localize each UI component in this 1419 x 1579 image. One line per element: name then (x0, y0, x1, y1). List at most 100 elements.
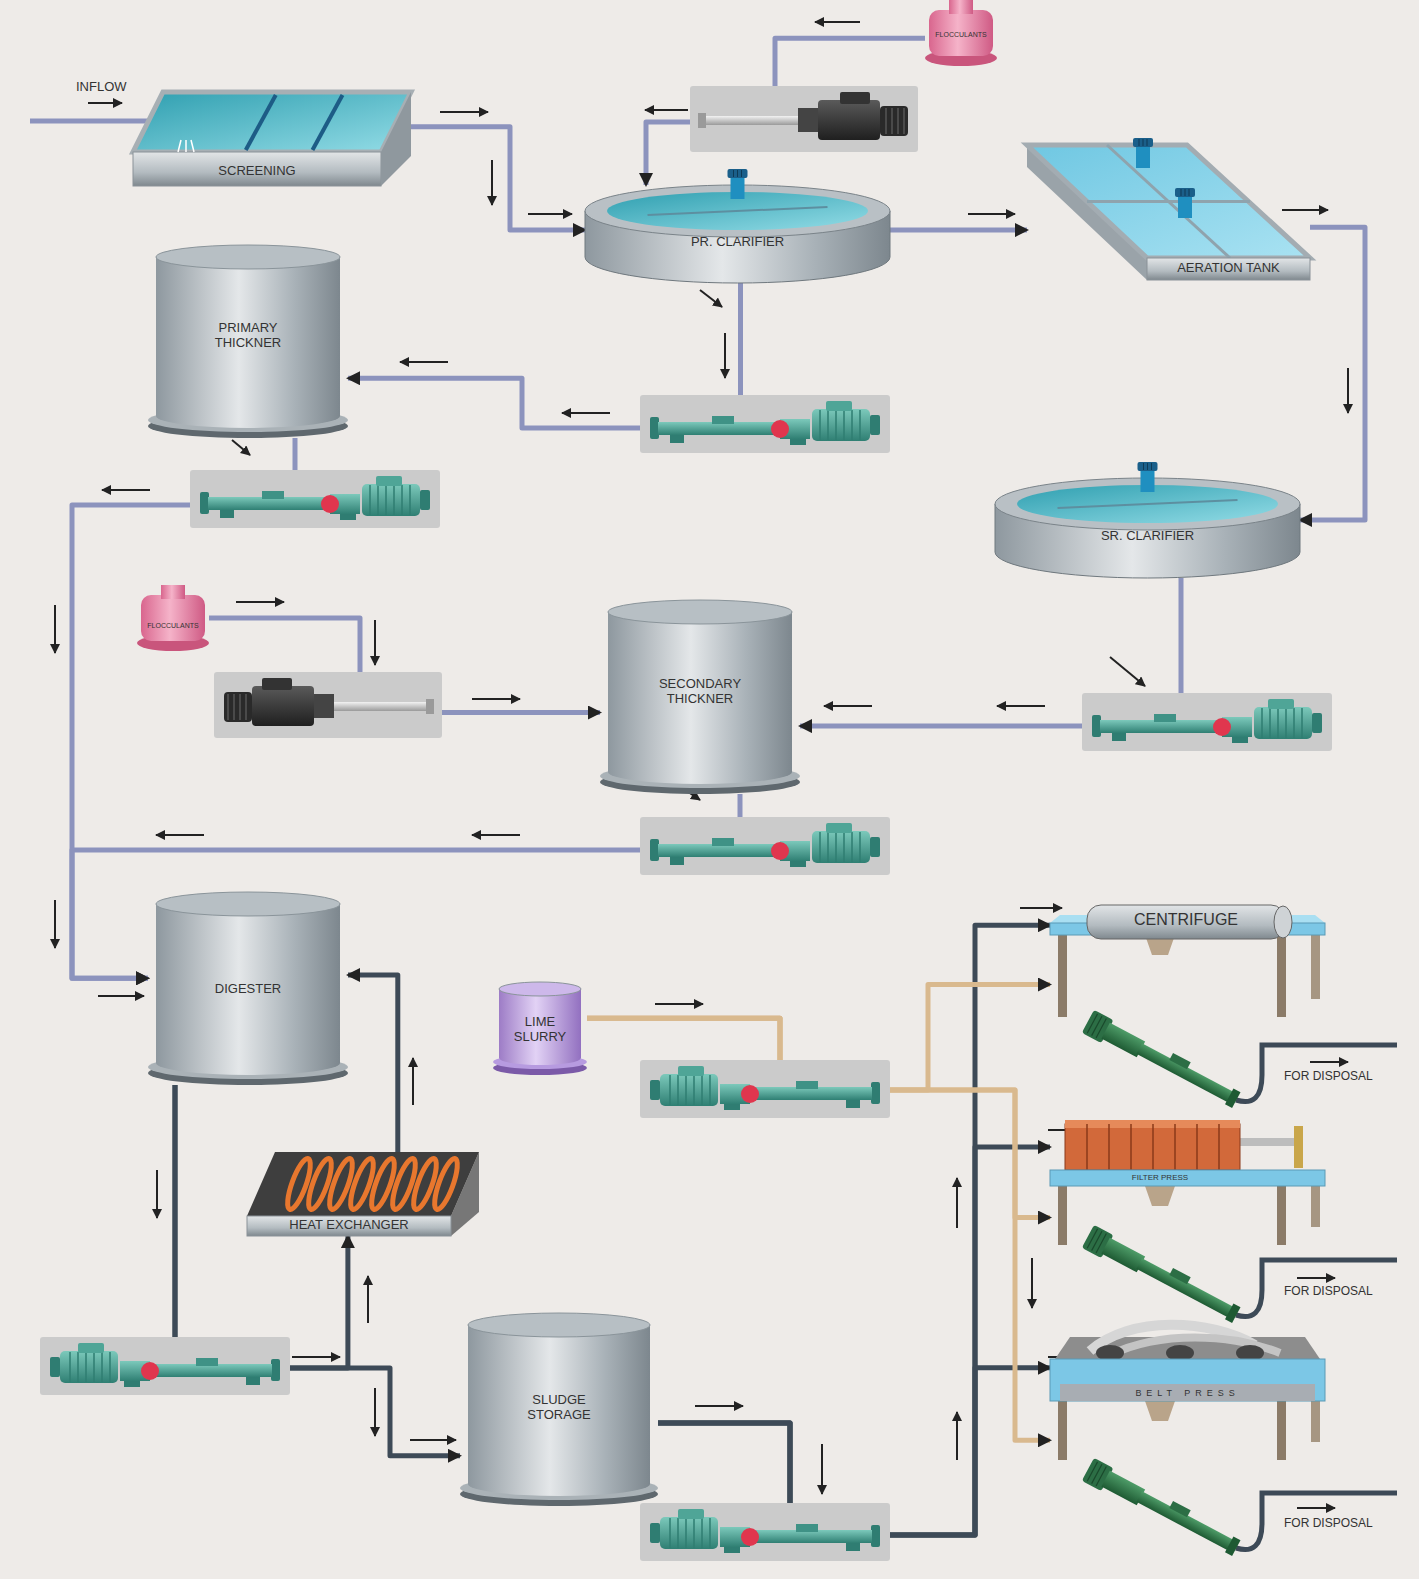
filter-press-shape (1294, 1126, 1303, 1168)
flow-arrow (1282, 209, 1328, 211)
filter-press-shape (1130, 1124, 1132, 1170)
storage-tank-shape (468, 1325, 650, 1496)
disposal-pipe (1236, 1493, 1397, 1550)
process-pipe (175, 1085, 460, 1456)
aeration-tank-shape (1175, 188, 1195, 197)
screening-tank-shape (133, 152, 381, 186)
flow-arrow (645, 109, 688, 111)
flow-arrow (528, 213, 572, 215)
flocculant-tank-shape (949, 0, 973, 14)
clarifier: PR. CLARIFIER (585, 185, 890, 283)
aeration-tank-shape (1147, 258, 1310, 280)
filter-press-shape (1058, 1186, 1067, 1245)
clarifier-shape (1058, 500, 1238, 508)
belt-press-shape (1277, 1401, 1286, 1460)
flow-arrow (98, 995, 144, 997)
aeration-tank-shape (1181, 189, 1189, 196)
equipment-label: LIME SLURRY (500, 1015, 580, 1045)
flocculant-tank: FLOCCULANTS (137, 585, 209, 651)
screw-pump (1082, 1225, 1243, 1327)
flow-label: INFLOW (76, 80, 127, 95)
flow-arrow (88, 102, 122, 104)
clarifier-shape (1138, 462, 1158, 471)
equipment-label: CENTRIFUGE (1087, 911, 1285, 929)
filter-press-shape (1174, 1124, 1176, 1170)
flow-arrow (292, 1356, 340, 1358)
thickener-tank-shape (608, 612, 792, 784)
thickener-tank-shape (608, 600, 792, 624)
centrifuge-shape (1277, 933, 1286, 1017)
belt-press-shape (1050, 1359, 1325, 1401)
belt-press: BELT PRESS (1050, 1337, 1325, 1460)
equipment-label: SECONDARY THICKNER (650, 677, 750, 707)
dosing-mixer (214, 672, 442, 738)
flow-arrow (1020, 907, 1062, 909)
digester-tank-shape (156, 904, 340, 1075)
flow-label: FOR DISPOSAL (1284, 1517, 1373, 1531)
flow-label: FOR DISPOSAL (1284, 1070, 1373, 1084)
thickener-tank-shape (156, 245, 340, 269)
digester-tank-shape (156, 892, 340, 916)
equipment-label: FILTER PRESS (1075, 1173, 1245, 1182)
flow-arrow (374, 620, 376, 665)
flow-arrow (824, 705, 872, 707)
belt-press-shape (1058, 1401, 1067, 1460)
flow-arrow (472, 834, 520, 836)
belt-press-shape (1145, 1401, 1175, 1421)
flow-arrow (1031, 1258, 1033, 1308)
screening-tank-shape (246, 95, 276, 150)
flow-arrow (102, 489, 150, 491)
lime-tank-shape (499, 989, 581, 1065)
filter-press-shape (1050, 1170, 1325, 1186)
flow-arrow (968, 213, 1015, 215)
equipment-label: PRIMARY THICKNER (198, 321, 298, 351)
flow-arrow (156, 1170, 158, 1218)
flow-arrow (54, 605, 56, 653)
belt-press-shape (1311, 1401, 1320, 1442)
flow-arrow (412, 1058, 414, 1105)
flow-arrow (472, 698, 520, 700)
pump-symbol (640, 817, 890, 875)
pump-symbol (40, 1337, 290, 1395)
belt-press-shape (1050, 1337, 1325, 1460)
flocculant-tank: FLOCCULANTS (925, 0, 997, 66)
flow-arrow (956, 1178, 958, 1228)
filter-press-shape (1145, 1186, 1175, 1206)
screening-tank: SCREENING (133, 92, 411, 186)
aeration-tank-shape (1027, 145, 1310, 280)
flow-arrow (956, 1412, 958, 1460)
flow-arrow (1110, 657, 1145, 686)
pump-symbol (190, 470, 440, 528)
pump-symbol (640, 1060, 890, 1118)
flow-arrow (400, 361, 448, 363)
flow-arrow (1347, 368, 1349, 413)
clarifier-shape (1144, 463, 1152, 470)
clarifier-shape (734, 170, 742, 177)
flow-arrow (374, 1388, 376, 1436)
centrifuge-shape (1058, 933, 1067, 1017)
clarifier-shape (585, 185, 890, 283)
thickener-tank-shape (156, 257, 340, 428)
centrifuge-shape (1311, 933, 1320, 999)
equipment-label: SCREENING (133, 164, 381, 179)
filter-press-shape (1311, 1186, 1320, 1227)
pump-symbol (640, 395, 890, 453)
label-holder: FOR DISPOSAL (1284, 1285, 1373, 1299)
filter-press-shape (1050, 1120, 1325, 1245)
filter-press-shape (1152, 1124, 1154, 1170)
aeration-tank-shape (1087, 200, 1250, 203)
flow-arrow (491, 160, 493, 205)
flow-arrow (410, 1439, 456, 1441)
flow-label: FOR DISPOSAL (1284, 1285, 1373, 1299)
aeration-tank-shape (1027, 145, 1310, 258)
equipment-label: SLUDGE STORAGE (509, 1393, 609, 1423)
flow-arrow (1297, 1507, 1335, 1509)
thickener-tank: PRIMARY THICKNER (148, 245, 348, 438)
equipment-label: FLOCCULANTS (927, 31, 995, 39)
screening-tank-shape (312, 95, 342, 150)
label-holder: FOR DISPOSAL (1284, 1517, 1373, 1531)
flow-arrow (997, 705, 1045, 707)
dosing-mixer (690, 86, 918, 152)
centrifuge-shape (1087, 905, 1285, 939)
